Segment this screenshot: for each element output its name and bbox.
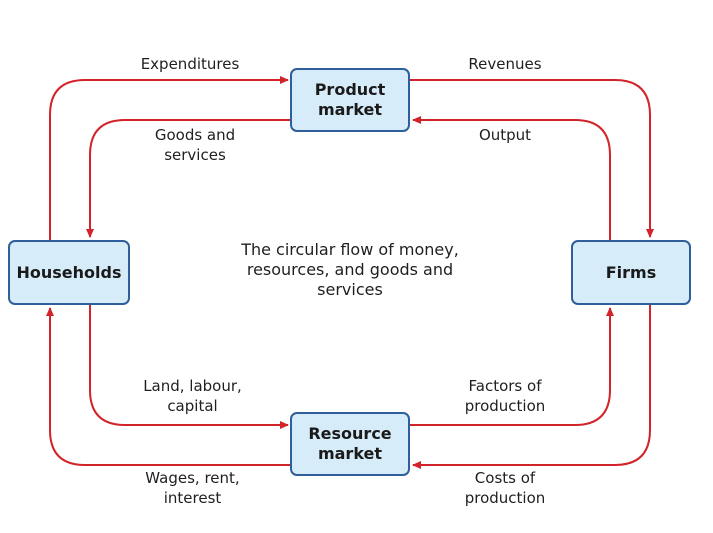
costs-of-production-label: Costs of production — [430, 468, 580, 508]
product-market-box: Product market — [290, 68, 410, 132]
resource-market-label-line1: Resource — [308, 424, 392, 443]
firms-label: Firms — [605, 262, 657, 282]
land-labour-capital-line2: capital — [167, 397, 218, 415]
expenditures-text: Expenditures — [140, 55, 240, 73]
revenues-text: Revenues — [468, 55, 542, 73]
diagram-title-line2: resources, and goods and — [246, 260, 454, 279]
households-label: Households — [16, 262, 122, 282]
output-arrow — [412, 116, 611, 240]
expenditures-arrow — [49, 76, 289, 240]
diagram-title: The circular flow of money, resources, a… — [220, 240, 480, 300]
households-box: Households — [8, 240, 130, 305]
factors-of-production-arrow — [410, 307, 614, 426]
land-labour-capital-label: Land, labour, capital — [115, 376, 270, 416]
costs-of-production-line2: production — [464, 489, 546, 507]
goods-services-label: Goods and services — [120, 125, 270, 165]
goods-services-line2: services — [164, 146, 226, 164]
wages-rent-interest-label: Wages, rent, interest — [115, 468, 270, 508]
factors-of-production-label: Factors of production — [430, 376, 580, 416]
revenues-arrow — [410, 79, 654, 238]
wages-rent-interest-arrow — [46, 307, 290, 466]
diagram-title-line3: services — [317, 280, 383, 299]
wages-rent-interest-line2: interest — [163, 489, 222, 507]
goods-services-line1: Goods and — [154, 126, 236, 144]
goods-services-arrow — [86, 119, 290, 238]
product-market-label-line1: Product — [314, 80, 386, 99]
wages-rent-interest-line1: Wages, rent, — [145, 469, 240, 487]
resource-market-label-line2: market — [317, 444, 383, 463]
revenues-label: Revenues — [440, 54, 570, 74]
output-label: Output — [440, 125, 570, 145]
costs-of-production-arrow — [412, 305, 651, 469]
firms-box: Firms — [571, 240, 691, 305]
land-labour-capital-line1: Land, labour, — [143, 377, 242, 395]
costs-of-production-line1: Costs of — [474, 469, 536, 487]
diagram-title-line1: The circular flow of money, — [241, 240, 459, 259]
factors-of-production-line2: production — [464, 397, 546, 415]
land-labour-capital-arrow — [89, 305, 289, 429]
expenditures-label: Expenditures — [110, 54, 270, 74]
factors-of-production-line1: Factors of — [468, 377, 542, 395]
output-text: Output — [478, 126, 532, 144]
product-market-label-line2: market — [317, 100, 383, 119]
resource-market-box: Resource market — [290, 412, 410, 476]
